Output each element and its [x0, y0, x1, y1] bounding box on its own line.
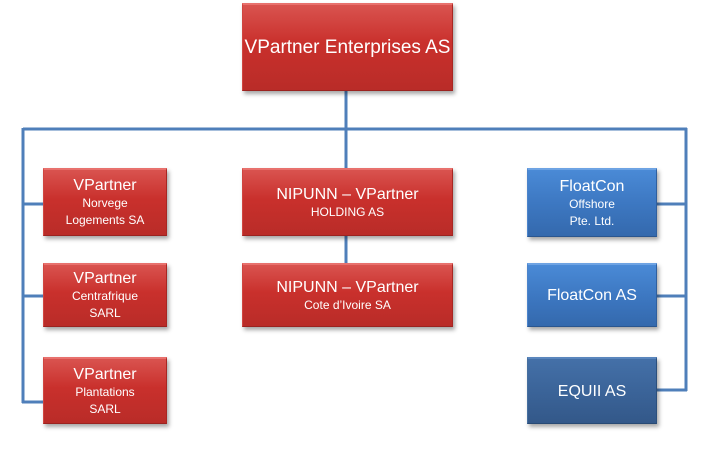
node-floatcon-offshore: FloatCon Offshore Pte. Ltd. — [527, 168, 657, 237]
node-subtitle: SARL — [89, 401, 121, 416]
node-vpartner-centrafrique: VPartner Centrafrique SARL — [43, 263, 167, 327]
node-floatcon-as: FloatCon AS — [527, 263, 657, 327]
node-title: VPartner Enterprises AS — [244, 36, 451, 58]
node-title: EQUII AS — [557, 382, 627, 400]
node-subtitle: Norvege — [82, 196, 128, 210]
node-subtitle: Pte. Ltd. — [569, 213, 615, 228]
node-subtitle: Cote d’Ivoire SA — [304, 297, 391, 312]
node-title: VPartner — [73, 270, 137, 287]
node-subtitle: Logements SA — [65, 213, 145, 227]
node-subtitle: Offshore — [569, 196, 615, 211]
node-title: NIPUNN – VPartner — [276, 278, 419, 296]
node-equii-as: EQUII AS — [527, 357, 657, 424]
node-vpartner-plantations: VPartner Plantations SARL — [43, 357, 167, 424]
node-title: FloatCon — [559, 177, 625, 195]
node-subtitle: Centrafrique — [71, 289, 139, 303]
node-nipunn-holding: NIPUNN – VPartner HOLDING AS — [242, 168, 453, 236]
node-subtitle: Plantations — [75, 384, 135, 399]
node-subtitle: HOLDING AS — [310, 204, 385, 219]
node-subtitle: SARL — [89, 306, 121, 320]
node-title: NIPUNN – VPartner — [276, 185, 419, 203]
node-vpartner-enterprises: VPartner Enterprises AS — [242, 3, 453, 91]
node-title: VPartner — [73, 365, 137, 383]
node-title: VPartner — [73, 177, 137, 194]
node-nipunn-cote-divoire: NIPUNN – VPartner Cote d’Ivoire SA — [242, 263, 453, 327]
node-title: FloatCon AS — [547, 287, 637, 304]
node-vpartner-norvege: VPartner Norvege Logements SA — [43, 168, 167, 236]
